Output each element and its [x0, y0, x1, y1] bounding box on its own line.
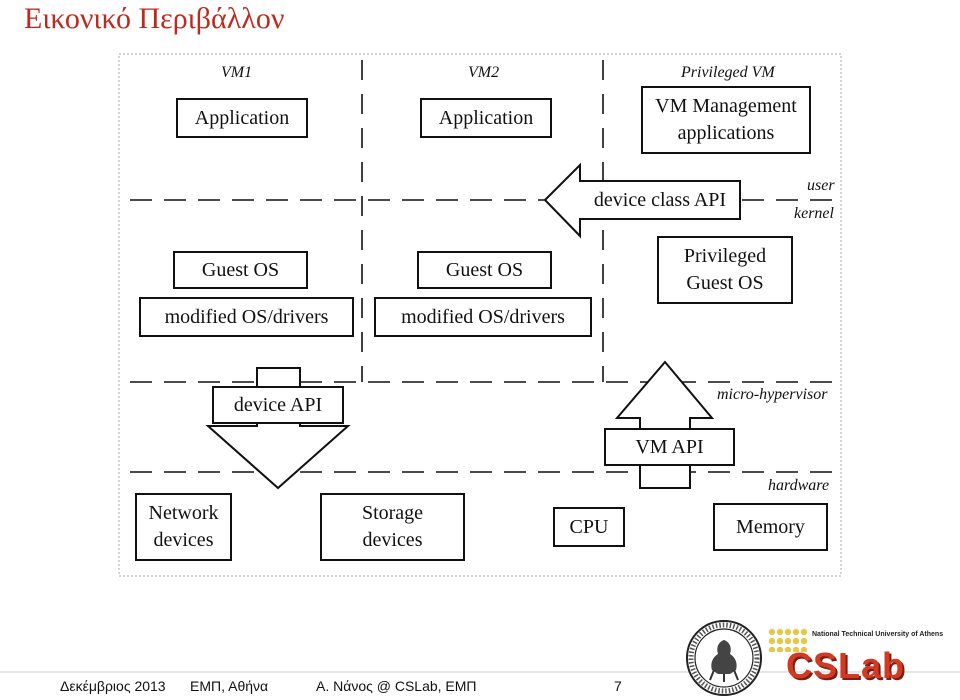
vm1-header: VM1 [221, 64, 253, 81]
privileged-guest-line1: Privileged [683, 245, 767, 267]
vm1-drivers-box: modified OS/drivers [139, 297, 354, 337]
network-line1: Network [148, 502, 219, 524]
privileged-guest-os-box: Privileged Guest OS [657, 236, 793, 304]
vm-api-box: VM API [604, 428, 735, 466]
slide-title: Εικονικό Περιβάλλον [24, 2, 285, 35]
vm2-application-box: Application [420, 98, 552, 138]
user-layer-label: user [807, 177, 835, 194]
vm1-application-box: Application [176, 98, 308, 138]
vm-api-up-arrow [614, 360, 715, 489]
vm1-guest-os-box: Guest OS [173, 251, 308, 289]
hardware-layer-label: hardware [768, 477, 830, 494]
footer-page-number: 7 [614, 678, 622, 694]
footer-author: Α. Νάνος @ CSLab, ΕΜΠ [316, 678, 477, 694]
ntua-seal-icon [686, 620, 762, 696]
device-api-down-arrow [205, 367, 351, 490]
storage-line2: devices [362, 529, 423, 551]
device-class-api-label: device class API [593, 188, 727, 211]
network-devices-box: Network devices [135, 493, 232, 561]
vm2-header: VM2 [468, 64, 500, 81]
footer-date: Δεκέμβριος 2013 [60, 678, 166, 694]
kernel-layer-label: kernel [794, 205, 834, 222]
device-class-api-arrow [543, 162, 741, 239]
privileged-vm-header: Privileged VM [681, 64, 775, 81]
cslab-dots-icon [768, 628, 808, 652]
device-api-box: device API [212, 386, 344, 424]
cslab-logo-text: CSLab [786, 645, 906, 686]
vm2-drivers-box: modified OS/drivers [374, 297, 592, 337]
privileged-guest-line2: Guest OS [686, 272, 764, 294]
footer-place: ΕΜΠ, Αθήνα [190, 678, 269, 694]
cslab-caption: National Technical University of Athens [812, 631, 944, 638]
memory-box: Memory [713, 503, 828, 551]
cpu-box: CPU [553, 507, 625, 547]
vm-management-line2: applications [677, 122, 775, 144]
vm2-guest-os-box: Guest OS [417, 251, 552, 289]
storage-devices-box: Storage devices [320, 493, 465, 561]
micro-hypervisor-label: micro-hypervisor [717, 386, 828, 403]
vm-management-box: VM Management applications [641, 86, 811, 154]
network-line2: devices [153, 529, 214, 551]
diagram-frame [118, 53, 842, 577]
vm-management-line1: VM Management [655, 95, 797, 117]
storage-line1: Storage [361, 502, 424, 524]
